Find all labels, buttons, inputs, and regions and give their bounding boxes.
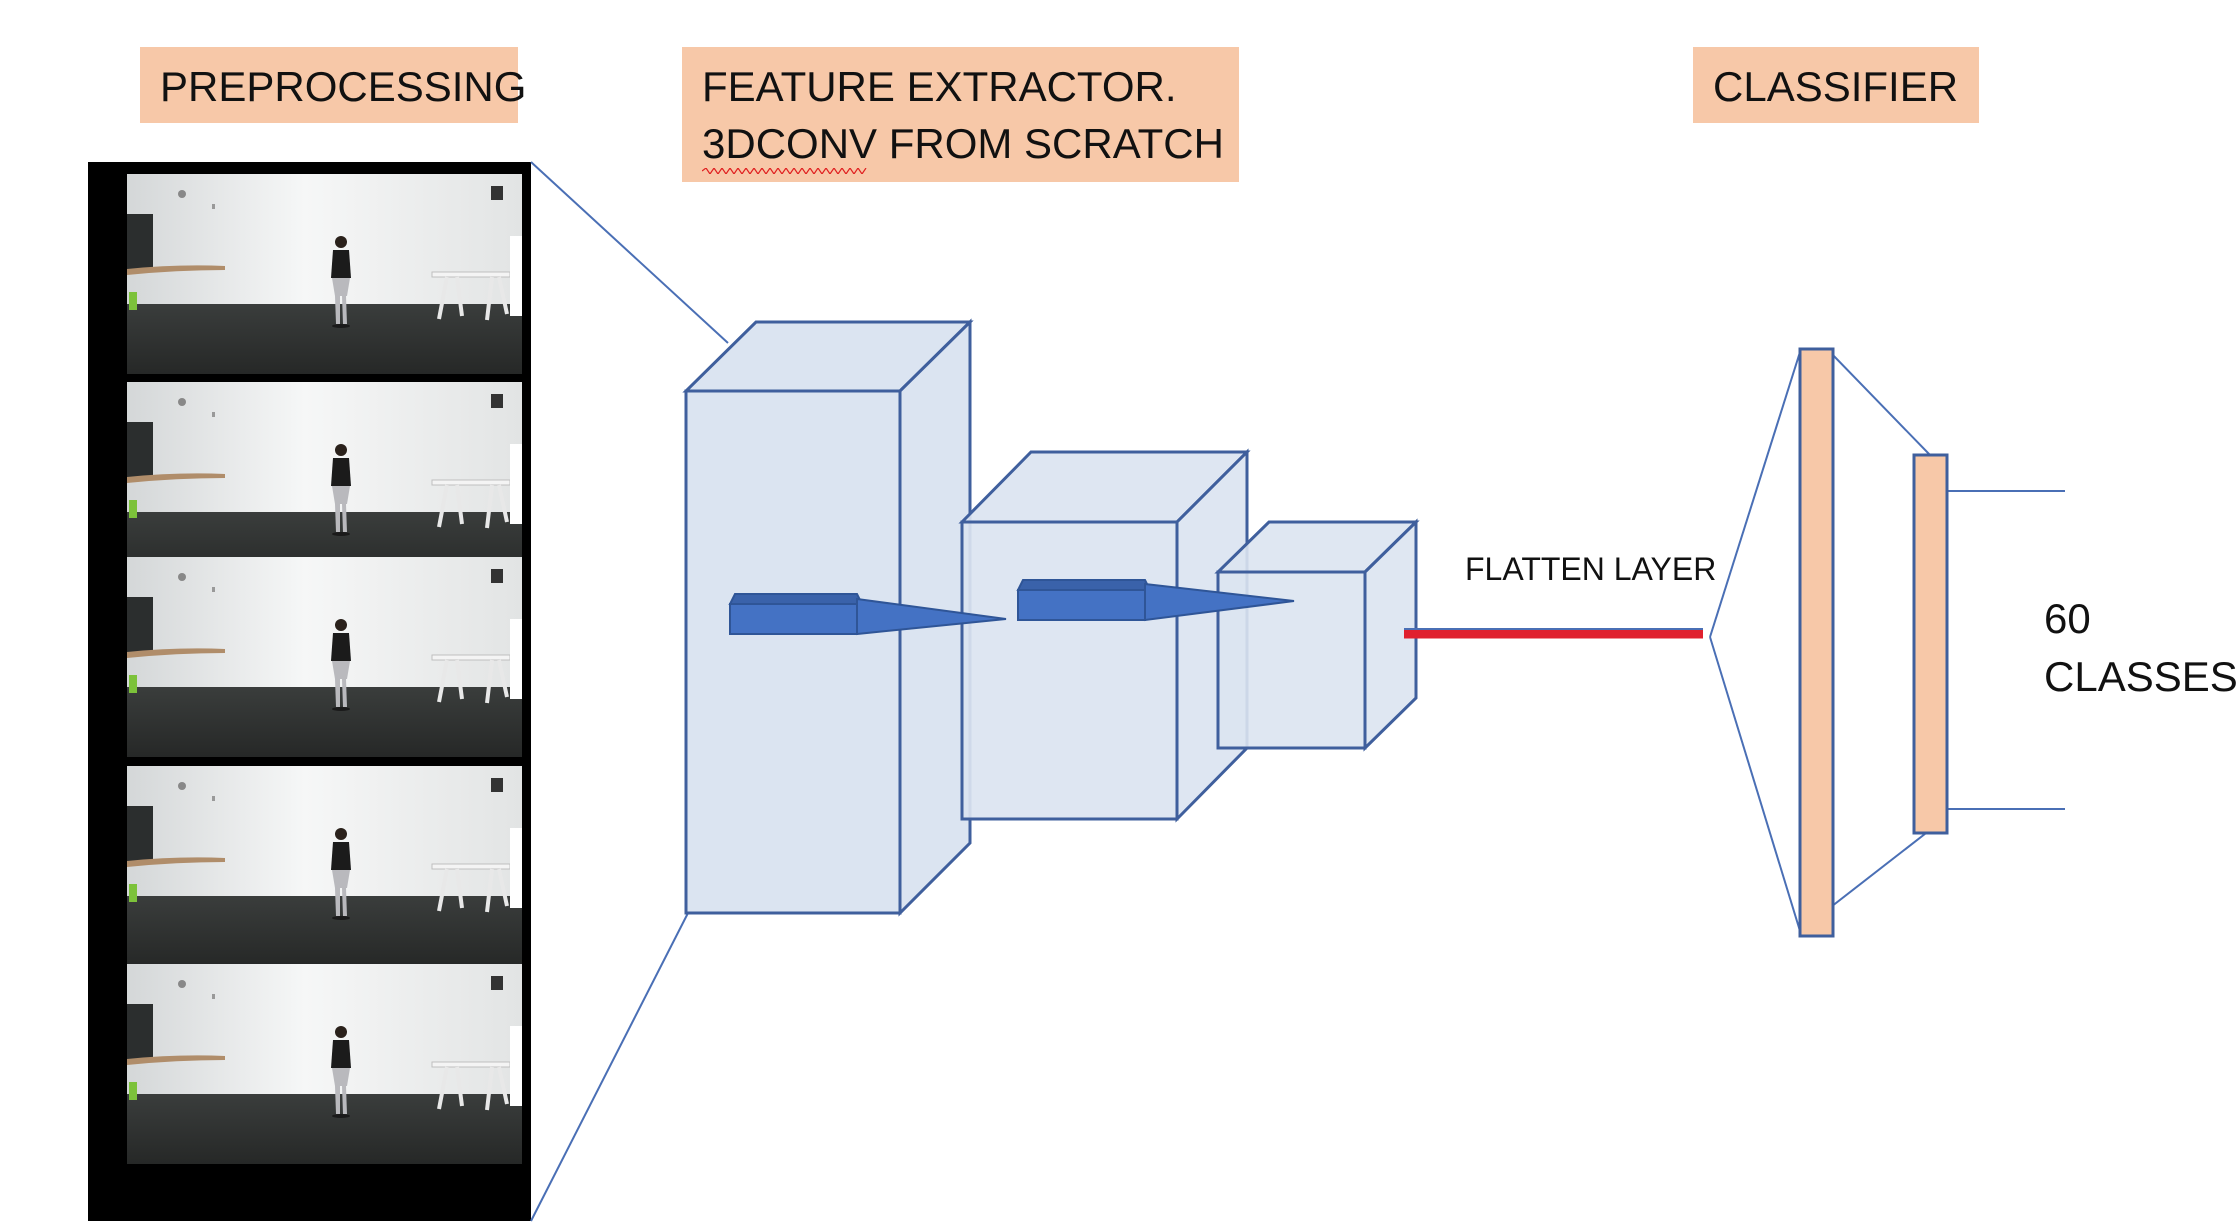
projection-line-top [530,161,729,344]
conv-kernel-arrow-2 [1016,579,1295,622]
preprocessing-label: PREPROCESSING [140,47,526,123]
flatten-layer-label: FLATTEN LAYER [1465,551,1717,587]
dense-layer-2 [1912,453,1949,835]
dense-layer-1 [1798,347,1835,938]
spellcheck-underline [702,168,867,174]
video-frame [125,764,524,968]
video-frame [125,555,524,759]
conv3d-block-2 [958,448,1251,823]
video-frame [125,380,524,584]
video-frame [125,172,524,376]
output-classes-label: 60 CLASSES [2044,595,2238,700]
conv3d-block-3 [1214,518,1420,752]
input-frame-strip [88,162,531,1221]
feature-extractor-label: FEATURE EXTRACTOR. 3DCONV FROM SCRATCH [682,47,1239,182]
projection-line-bottom [530,912,689,1222]
video-frame [125,962,524,1166]
conv-kernel-arrow-1 [728,593,1007,636]
conv3d-block-1 [682,318,974,917]
classifier-connections [1709,351,2065,932]
classifier-label: CLASSIFIER [1693,47,1979,123]
